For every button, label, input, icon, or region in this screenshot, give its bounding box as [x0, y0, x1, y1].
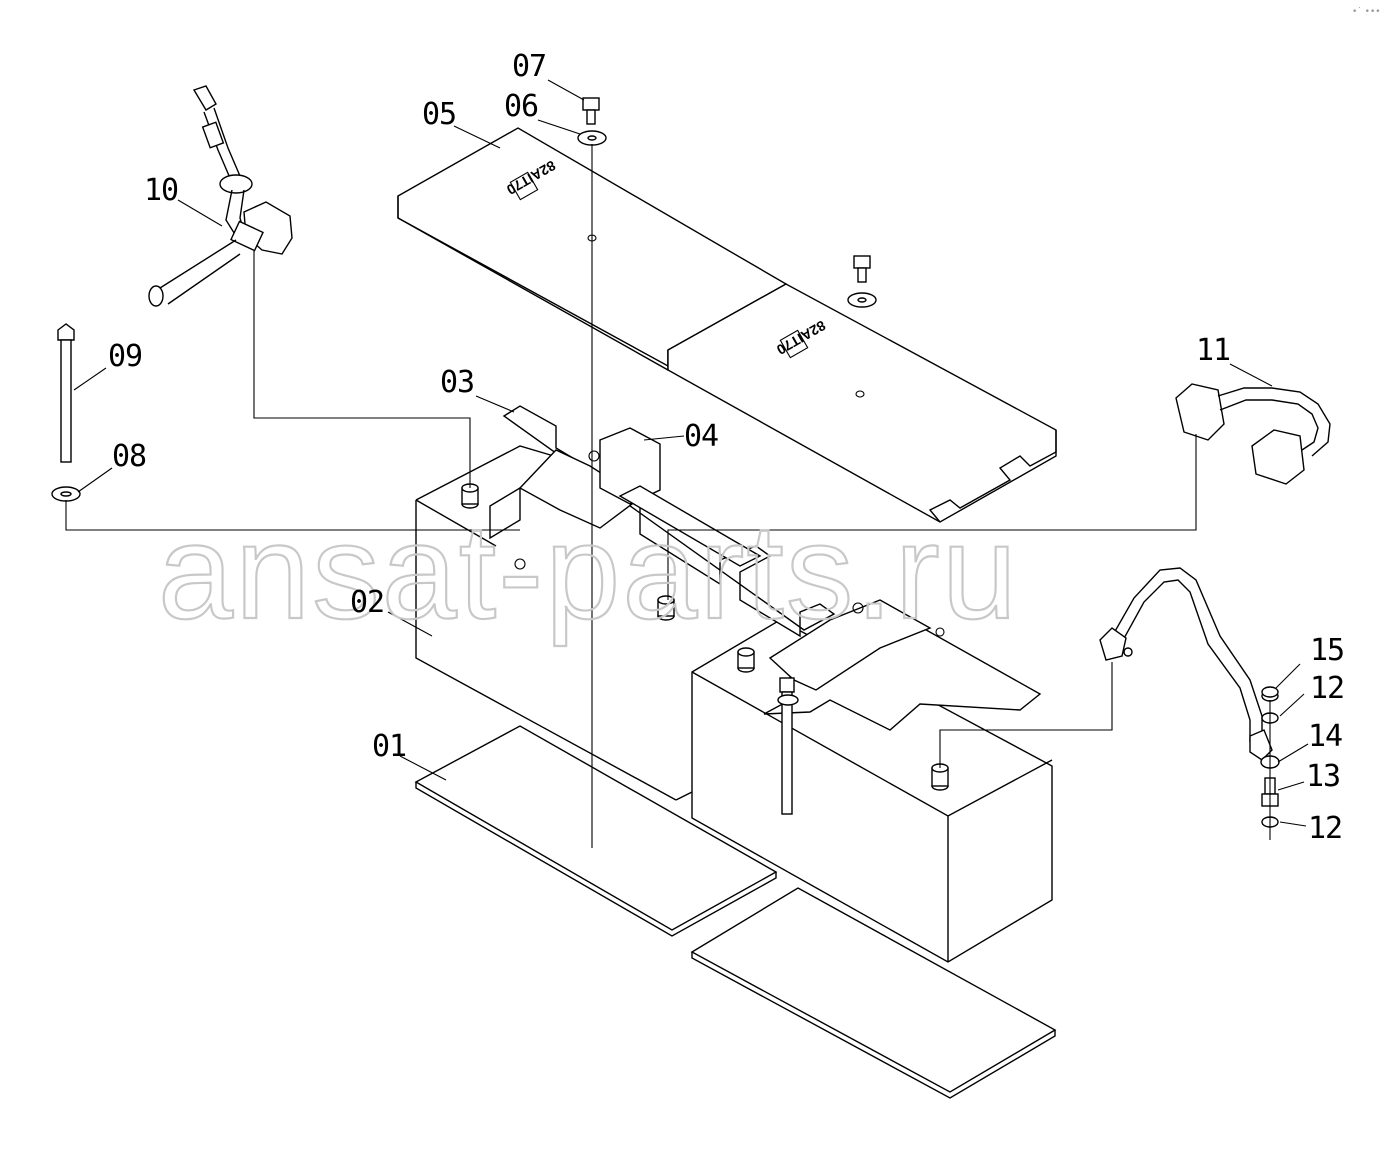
callout-labels: 01 02 03 04 05 06 07 08 09 10 11 12 13 1… — [108, 49, 1345, 846]
corner-mark: •˙ ••• — [1352, 7, 1381, 17]
part-07-bolt — [582, 97, 871, 283]
callout-05: 05 — [422, 97, 456, 132]
part-10-cable — [148, 85, 293, 307]
leader-lines — [73, 79, 1309, 827]
assembly-guide-lines — [65, 250, 1197, 768]
callout-12-lower: 12 — [1308, 811, 1342, 846]
part-09-j-bolt — [57, 323, 799, 815]
callout-12-upper: 12 — [1310, 671, 1344, 706]
callout-07: 07 — [512, 49, 546, 84]
callout-11: 11 — [1196, 333, 1230, 368]
callout-15: 15 — [1310, 633, 1344, 668]
callout-03: 03 — [440, 365, 474, 400]
callout-01: 01 — [372, 729, 406, 764]
callout-09: 09 — [108, 339, 142, 374]
callout-14: 14 — [1308, 719, 1342, 754]
battery-cable-with-clamp — [1099, 567, 1273, 761]
part-15-nut — [1261, 686, 1279, 702]
part-08-washer — [51, 486, 81, 502]
part-05-battery-cover-right: 82AIT70 — [667, 283, 1057, 523]
part-11-cable — [1175, 383, 1331, 485]
callout-06: 06 — [504, 89, 538, 124]
part-03-hold-down-bracket — [489, 405, 1042, 731]
callout-13: 13 — [1306, 759, 1340, 794]
part-01-battery-mat — [414, 725, 1057, 1099]
watermark-text: ansat-parts.ru — [158, 496, 1019, 647]
callout-08: 08 — [112, 439, 146, 474]
callout-02: 02 — [350, 585, 384, 620]
callout-04: 04 — [684, 419, 718, 454]
callout-10: 10 — [144, 173, 178, 208]
